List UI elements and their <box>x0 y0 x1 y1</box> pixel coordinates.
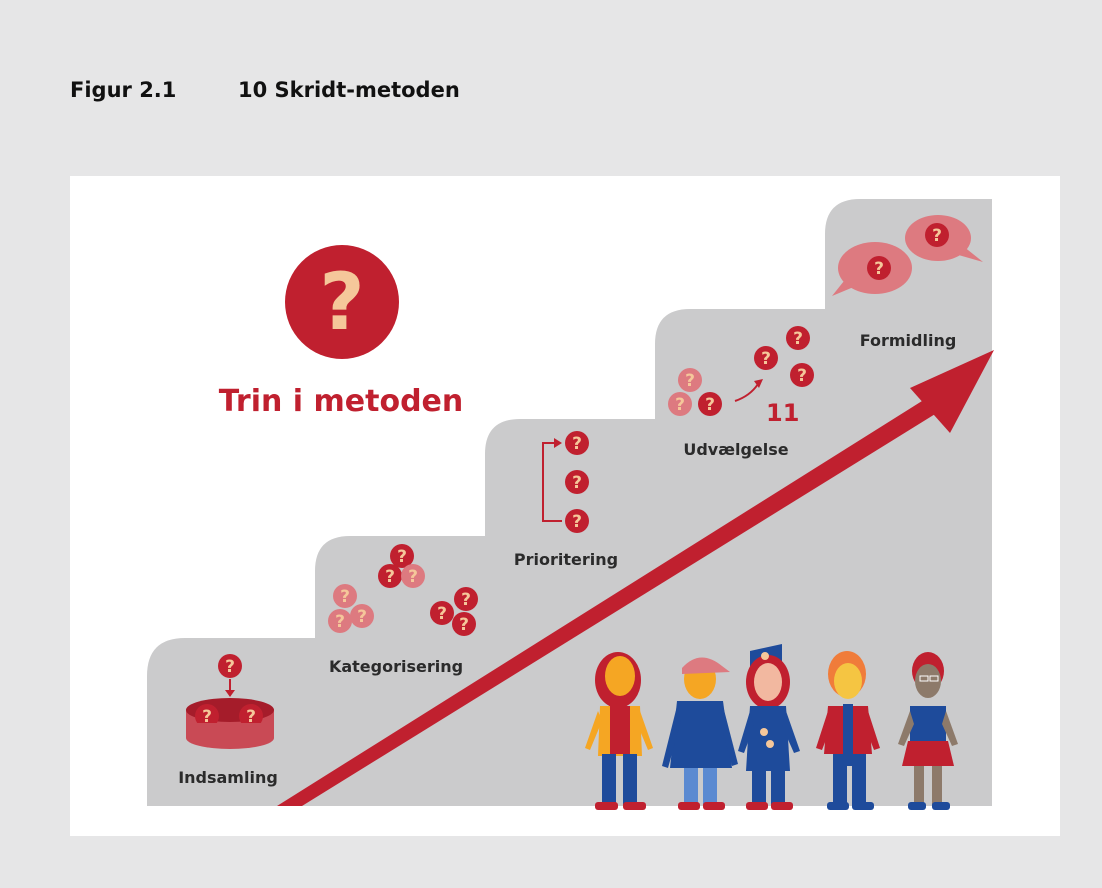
question-bubble-icon <box>678 368 702 392</box>
figure-title: 10 Skridt-metoden <box>238 78 460 102</box>
question-bubble-icon <box>430 601 454 625</box>
question-bubble-icon <box>218 654 242 678</box>
step-label-formidling: Formidling <box>860 331 957 350</box>
step-prioritering: Prioritering <box>514 431 618 569</box>
diagram-heading: Trin i metoden <box>219 384 464 419</box>
question-bubble-icon <box>565 470 589 494</box>
person-figure <box>898 652 958 810</box>
question-bubble-icon <box>328 609 352 633</box>
step-label-indsamling: Indsamling <box>178 768 278 787</box>
question-bubble-icon <box>565 431 589 455</box>
question-bubble-icon <box>668 392 692 416</box>
question-bubble-icon <box>401 564 425 588</box>
question-bubble-icon <box>565 509 589 533</box>
big-question-icon: ? <box>285 245 399 359</box>
question-bubble-icon <box>333 584 357 608</box>
question-bubble-icon <box>867 256 891 280</box>
question-bubble-icon <box>790 363 814 387</box>
question-bubble-icon <box>452 612 476 636</box>
step-label-kategorisering: Kategorisering <box>329 657 463 676</box>
step-label-prioritering: Prioritering <box>514 550 618 569</box>
step-label-udvaelgelse: Udvælgelse <box>683 440 788 459</box>
speech-bubble-icon <box>905 215 983 262</box>
person-figure <box>816 651 880 810</box>
person-figure <box>662 657 738 810</box>
progress-arrow-icon <box>277 350 994 806</box>
svg-text:?: ? <box>319 258 364 348</box>
speech-bubble-icon <box>832 242 912 296</box>
arrow-up-right-icon <box>754 379 763 388</box>
question-bubble-icon <box>754 346 778 370</box>
person-figure <box>738 644 800 810</box>
question-bubble-icon <box>378 564 402 588</box>
question-bubble-icon <box>925 223 949 247</box>
staircase-diagram: ? ? ? Trin i metoden <box>147 199 994 810</box>
people-group-illustration <box>585 644 958 810</box>
step-udvaelgelse: 11 Udvælgelse <box>668 326 814 459</box>
question-bubble-icon <box>454 587 478 611</box>
collection-box-icon <box>186 698 274 749</box>
step-indsamling: Indsamling <box>178 654 278 787</box>
selection-count: 11 <box>766 399 799 427</box>
question-bubble-icon <box>786 326 810 350</box>
diagram-panel: ? ? ? Trin i metoden <box>70 176 1060 836</box>
question-bubble-icon <box>698 392 722 416</box>
question-bubble-icon <box>350 604 374 628</box>
step-formidling: Formidling <box>832 215 983 350</box>
figure-number: Figur 2.1 <box>70 78 177 102</box>
step-kategorisering: Kategorisering <box>328 544 478 676</box>
person-figure <box>585 652 653 810</box>
